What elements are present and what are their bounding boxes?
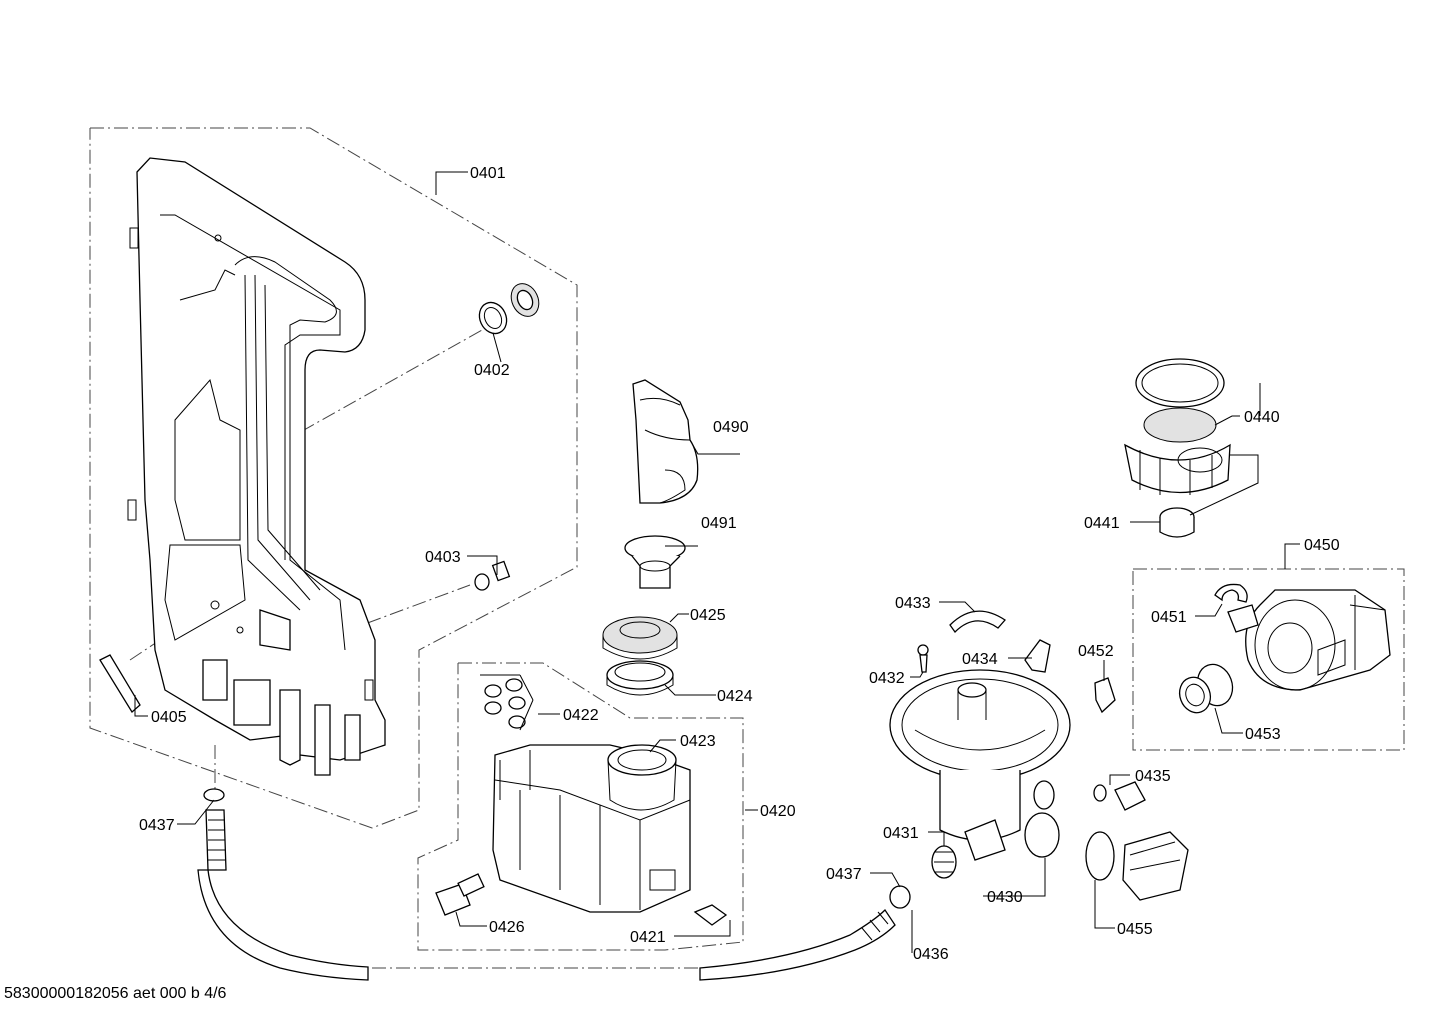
label-0434: 0434 (962, 651, 998, 668)
valve-0426 (435, 873, 485, 916)
label-0491: 0491 (701, 515, 737, 532)
document-id: 58300000182056 aet 000 b 4/6 (4, 985, 227, 1002)
clip-0405 (99, 654, 141, 713)
label-0403: 0403 (425, 549, 461, 566)
ring-0440 (1135, 358, 1225, 408)
label-0422: 0422 (563, 707, 599, 724)
clip-0452 (1094, 677, 1116, 714)
label-0490: 0490 (713, 419, 749, 436)
clip-0433 (949, 610, 1006, 634)
label-0451: 0451 (1151, 609, 1187, 626)
label-0453: 0453 (1245, 726, 1281, 743)
part-labels: 0401 0402 0403 0405 0437 0490 0491 0425 … (139, 165, 1340, 963)
label-0436: 0436 (913, 946, 949, 963)
label-0435: 0435 (1135, 768, 1171, 785)
label-0431: 0431 (883, 825, 919, 842)
label-0440: 0440 (1244, 409, 1280, 426)
label-0421: 0421 (630, 929, 666, 946)
label-0420: 0420 (760, 803, 796, 820)
label-0437-left: 0437 (139, 817, 175, 834)
pump-0450 (1227, 589, 1391, 691)
connector-0453 (1178, 663, 1234, 714)
label-0455: 0455 (1117, 921, 1153, 938)
label-0452: 0452 (1078, 643, 1114, 660)
label-0405: 0405 (151, 709, 187, 726)
sump-0430 (889, 669, 1071, 861)
screw-0432 (917, 644, 929, 673)
leader-lines (134, 171, 1300, 953)
seal-ring-0402 (478, 283, 540, 335)
mount-0440 (1124, 407, 1231, 495)
fitting-0403 (474, 560, 511, 591)
label-0424: 0424 (717, 688, 753, 705)
filter-0431 (931, 845, 957, 879)
label-0402: 0402 (474, 362, 510, 379)
drain-pump-0455 (1085, 831, 1189, 901)
insert-0441 (1159, 507, 1195, 538)
label-0425: 0425 (690, 607, 726, 624)
jug-0490 (632, 379, 699, 504)
label-0426: 0426 (489, 919, 525, 936)
ring-0424 (606, 660, 674, 696)
seal-set-0422 (480, 674, 534, 731)
label-0437-right: 0437 (826, 866, 862, 883)
sensor-0435 (1093, 781, 1146, 811)
clamp-0451 (1214, 583, 1248, 603)
label-0450: 0450 (1304, 537, 1340, 554)
clip-0434 (1024, 639, 1051, 673)
funnel-0491 (624, 535, 686, 589)
label-0432: 0432 (869, 670, 905, 687)
label-0441: 0441 (1084, 515, 1120, 532)
label-0433: 0433 (895, 595, 931, 612)
cap-0425 (602, 616, 678, 660)
label-0430: 0430 (987, 889, 1023, 906)
label-0401: 0401 (470, 165, 506, 182)
softener-0420 (492, 744, 691, 913)
clip-0421 (693, 904, 728, 926)
hose-right-0436 (699, 885, 911, 981)
side-panel-0401 (127, 157, 386, 776)
label-0423: 0423 (680, 733, 716, 750)
hose-left-0437 (197, 788, 369, 981)
